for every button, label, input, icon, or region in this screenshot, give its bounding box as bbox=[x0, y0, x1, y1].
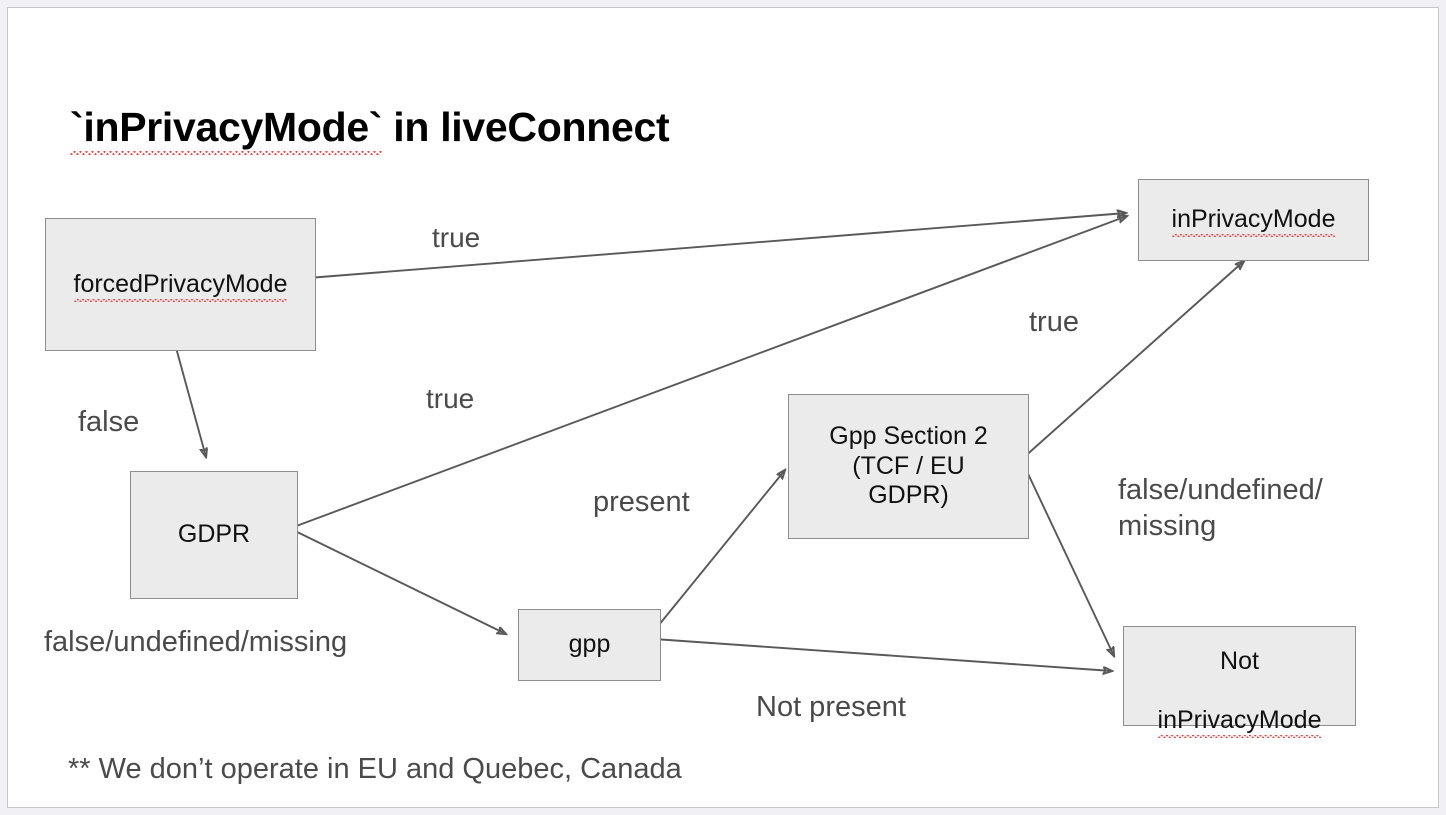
edge-section2-false-notinprivacy bbox=[1021, 460, 1114, 656]
edge-label-falseundefmissing-gdpr: false/undefined/missing bbox=[44, 626, 348, 658]
edge-gpp-notpresent-notinprivacy bbox=[653, 638, 1112, 671]
node-label-line-1: Not bbox=[1220, 646, 1259, 675]
edge-forced-true-inprivacy bbox=[307, 213, 1126, 279]
edge-forced-false-gdpr bbox=[174, 343, 206, 457]
node-label: gpp bbox=[568, 630, 611, 659]
node-gdpr[interactable]: GDPR bbox=[130, 471, 298, 599]
edge-label-present-gpp: present bbox=[593, 486, 690, 518]
node-label: inPrivacyMode bbox=[1171, 205, 1336, 238]
edge-gpp-present-section2 bbox=[653, 470, 785, 632]
page-title: `inPrivacyMode` in liveConnect bbox=[70, 104, 670, 155]
edge-label-notpresent-gpp: Not present bbox=[756, 691, 906, 723]
node-label-line-2: inPrivacyMode bbox=[1157, 705, 1322, 738]
node-label: forcedPrivacyMode bbox=[73, 269, 288, 302]
node-gpp-section-2[interactable]: Gpp Section 2 (TCF / EU GDPR) bbox=[788, 394, 1029, 539]
slide-canvas: `inPrivacyMode` in liveConnect bbox=[7, 7, 1439, 808]
node-inPrivacyMode[interactable]: inPrivacyMode bbox=[1138, 179, 1369, 261]
edge-label-false-gdpr: false bbox=[78, 406, 140, 438]
edge-label-true-forced: true bbox=[432, 222, 481, 253]
node-label: GDPR bbox=[177, 520, 251, 549]
edge-gdpr-false-gpp bbox=[290, 528, 506, 634]
node-forcedPrivacyMode[interactable]: forcedPrivacyMode bbox=[45, 218, 316, 351]
edge-section2-true-inprivacy bbox=[1021, 261, 1244, 460]
node-label: Gpp Section 2 (TCF / EU GDPR) bbox=[829, 422, 988, 510]
title-suffix: in liveConnect bbox=[382, 104, 670, 150]
node-gpp[interactable]: gpp bbox=[518, 609, 661, 681]
edge-label-true-section2: true bbox=[1029, 306, 1079, 338]
node-not-inPrivacyMode[interactable]: Not inPrivacyMode bbox=[1123, 626, 1356, 738]
diagram-edges bbox=[174, 8, 1439, 808]
edge-label-falseundefmissing-section2: false/undefined/ missing bbox=[1118, 474, 1323, 543]
edge-gdpr-true-inprivacy bbox=[290, 216, 1127, 529]
node-label: Not inPrivacyMode bbox=[1157, 617, 1322, 738]
edge-label-true-gdpr: true bbox=[426, 383, 475, 414]
footnote: ** We don’t operate in EU and Quebec, Ca… bbox=[68, 753, 682, 785]
